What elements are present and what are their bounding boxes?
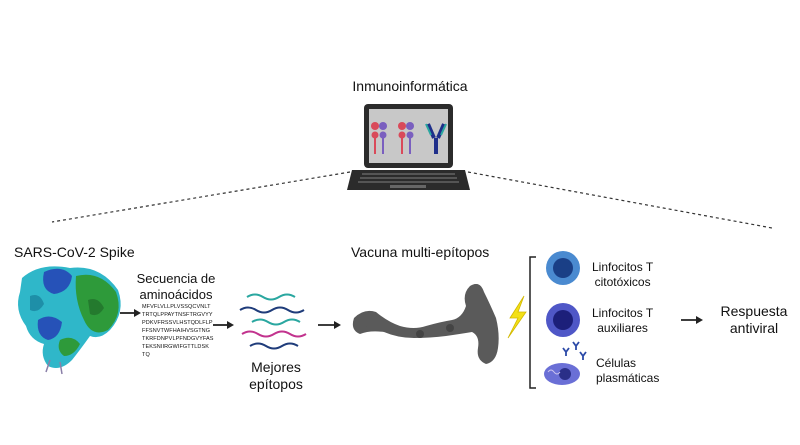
tcr-receptor-icon-1: [371, 122, 387, 154]
helper-label-line2: auxiliares: [597, 321, 648, 335]
response-label-line2: antiviral: [729, 320, 779, 336]
page-title: Inmunoinformática: [352, 78, 468, 94]
arrow-epitopes-to-vaccine: [318, 321, 341, 329]
sequence-line: TQ: [142, 352, 150, 358]
helper-label-line1: Linfocitos T: [592, 306, 654, 320]
arrow-sequence-to-epitopes: [213, 321, 234, 329]
cytotoxic-t-cell-icon: [546, 251, 580, 285]
antibody-icons: [562, 341, 587, 360]
sequence-line: PDKVFRSSVLHSTQDLFLP: [142, 320, 213, 326]
helper-label: Linfocitos T auxiliares: [592, 306, 653, 336]
amino-acid-sequence: MFVFLVLLPLVSSQCVNLT TRTQLPPAYTNSFTRGVYY …: [142, 303, 214, 359]
lightning-icon: [507, 295, 527, 339]
tcr-receptor-icon-2: [398, 122, 414, 154]
epitopes-label: Mejores epítopos: [236, 359, 316, 393]
response-label-line1: Respuesta: [720, 303, 788, 319]
sequence-line: TKRFDNPVLPFNDGVYFAS: [142, 336, 214, 342]
spike-protein-structure: [18, 266, 121, 375]
sequence-line: TEKSNIIRGWIFGTTLDSK: [142, 344, 209, 350]
plasma-label: Células plasmáticas: [596, 356, 659, 386]
sequence-label: Secuencia de aminoácidos: [126, 271, 226, 303]
response-label: Respuesta antiviral: [712, 303, 796, 337]
arrow-cells-to-response: [681, 316, 703, 324]
antibody-icon: [425, 123, 447, 154]
sequence-label-line1: Secuencia de: [136, 271, 216, 286]
cell-group-bracket: [529, 256, 536, 389]
epitopes-label-line2: epítopos: [249, 376, 303, 392]
cytotoxic-label-line2: citotóxicos: [594, 275, 651, 289]
plasma-cell-icon: [544, 341, 587, 385]
vaccine-structure: [352, 284, 499, 364]
cytotoxic-label-line1: Linfocitos T: [592, 260, 654, 274]
arrow-spike-to-sequence: [120, 309, 141, 317]
laptop-icon: [347, 104, 470, 190]
sequence-line: TRTQLPPAYTNSFTRGVYY: [142, 312, 213, 318]
sequence-label-line2: aminoácidos: [139, 287, 213, 302]
sequence-line: MFVFLVLLPLVSSQCVNLT: [142, 304, 211, 310]
cytotoxic-label: Linfocitos T citotóxicos: [592, 260, 653, 290]
vaccine-label: Vacuna multi-epítopos: [351, 244, 490, 260]
plasma-label-line2: plasmáticas: [596, 371, 660, 385]
epitopes-label-line1: Mejores: [251, 359, 301, 375]
right-connector-line: [467, 171, 773, 229]
plasma-label-line1: Células: [596, 356, 637, 370]
sequence-line: FFSNVTWFHAIHVSGTNG: [142, 328, 211, 334]
left-connector-line: [51, 171, 351, 223]
epitope-peptides: [239, 293, 307, 350]
spike-label: SARS-CoV-2 Spike: [14, 244, 135, 260]
helper-t-cell-icon: [546, 303, 580, 337]
